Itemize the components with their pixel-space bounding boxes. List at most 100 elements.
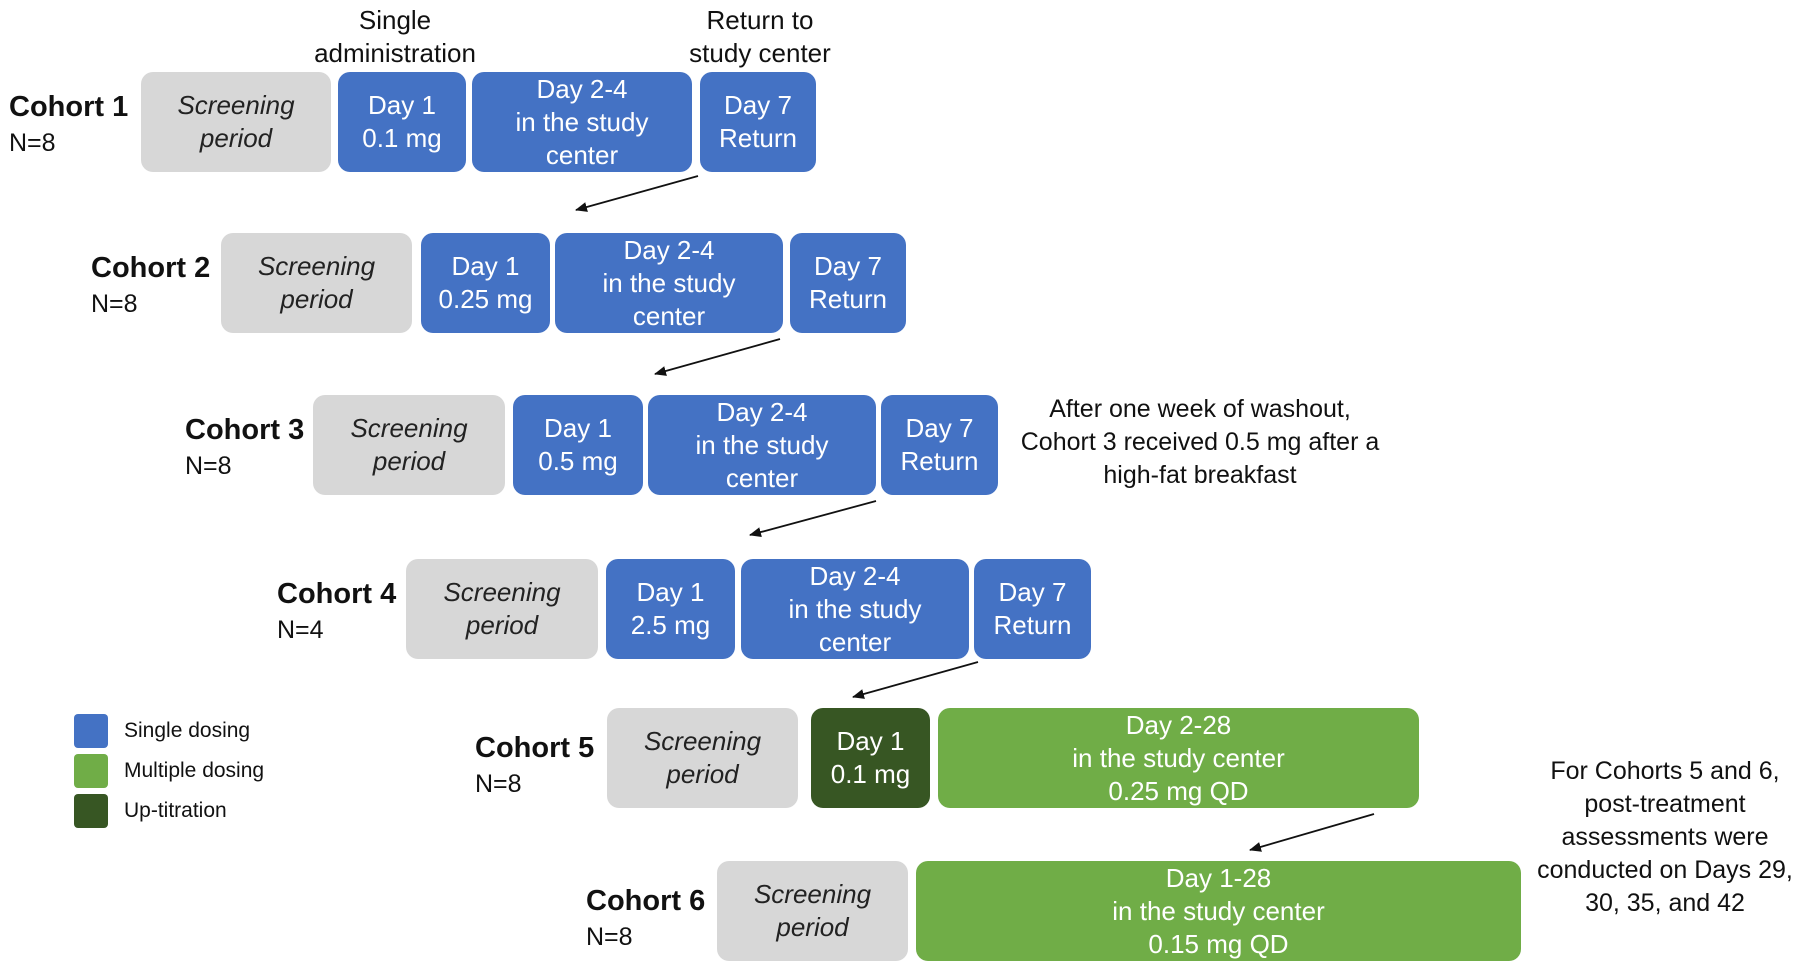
box-line: center xyxy=(632,300,706,331)
box-line: in the study xyxy=(515,106,649,137)
box-line: Day 1-28 xyxy=(1165,862,1272,893)
box-line: Day 7 xyxy=(724,90,792,120)
box-line: Screening xyxy=(177,90,295,120)
box-line: in the study xyxy=(695,429,829,460)
box-line: period xyxy=(666,759,739,789)
box-line: Screening xyxy=(443,577,561,607)
legend-single-dosing-label: Single dosing xyxy=(124,719,251,742)
cohort-5-label: Cohort 5 xyxy=(475,732,595,764)
cohort-4-n: N=4 xyxy=(277,616,324,644)
note-line: conducted on Days 29, xyxy=(1537,856,1793,884)
box-line: period xyxy=(465,610,539,640)
arrow-cohort3-to-cohort4 xyxy=(749,500,877,537)
cohort-1-day2-4: Day 2-4 in the study center xyxy=(472,72,692,172)
box-line: Day 2-28 xyxy=(1125,709,1232,740)
box-line: 0.1 mg xyxy=(362,123,442,153)
box-line: center xyxy=(725,462,799,493)
box-line: center xyxy=(818,626,892,657)
cohort-4-screening-period: Screening period xyxy=(406,559,598,659)
cohort-1-day1: Day 1 0.1 mg xyxy=(338,72,466,172)
cohort-4-label: Cohort 4 xyxy=(277,578,397,610)
cohort-3-day7: Day 7 Return xyxy=(881,395,998,495)
arrow-cohort1-to-cohort2 xyxy=(575,175,699,212)
note-line: Cohort 3 received 0.5 mg after a xyxy=(1020,428,1380,456)
cohort-3-n: N=8 xyxy=(185,452,232,480)
box-line: Return xyxy=(900,446,979,476)
cohort-5-screening-period: Screening period xyxy=(607,708,798,808)
cohort-2-day1: Day 1 0.25 mg xyxy=(421,233,550,333)
cohort-1-screening-period: Screening period xyxy=(141,72,331,172)
cohort-3-day1: Day 1 0.5 mg xyxy=(513,395,643,495)
box-line: Day 1 xyxy=(451,251,520,281)
legend-single-dosing-swatch xyxy=(74,714,108,748)
box-line: Return xyxy=(718,123,798,153)
cohort-6-label: Cohort 6 xyxy=(586,885,706,917)
box-line: 0.5 mg xyxy=(538,446,618,476)
box-line: Day 7 xyxy=(998,577,1067,607)
header-line: Single xyxy=(358,5,432,35)
legend-multiple-dosing-label: Multiple dosing xyxy=(124,759,265,782)
box-line: 2.5 mg xyxy=(630,610,711,640)
cohort-2-day7: Day 7 Return xyxy=(790,233,906,333)
box-line: 0.1 mg xyxy=(830,759,911,789)
cohort-3-day2-4: Day 2-4 in the study center xyxy=(648,395,876,495)
cohort-3-screening-period: Screening period xyxy=(313,395,505,495)
cohort-5-n: N=8 xyxy=(475,770,522,798)
cohort-4-day7: Day 7 Return xyxy=(974,559,1091,659)
box-line: Day 1 xyxy=(544,413,612,443)
box-line: in the study xyxy=(602,267,736,298)
cohort-1-day7: Day 7 Return xyxy=(700,72,816,172)
cohort-6-day1-28: Day 1-28 in the study center 0.15 mg QD xyxy=(916,861,1521,961)
box-line: period xyxy=(776,912,849,942)
box-line: Day 7 xyxy=(905,413,974,443)
box-line: Day 2-4 xyxy=(536,73,628,104)
cohort-1-n: N=8 xyxy=(9,129,56,157)
arrow-cohort2-to-cohort3 xyxy=(654,338,781,376)
header-line: Return to xyxy=(706,5,814,35)
cohort-2-n: N=8 xyxy=(91,290,138,318)
box-line: period xyxy=(199,123,273,153)
box-line: Day 1 xyxy=(368,90,436,120)
box-line: in the study xyxy=(788,593,922,624)
legend-up-titration-swatch xyxy=(74,794,108,828)
box-line: Day 7 xyxy=(814,251,882,281)
box-line: Screening xyxy=(753,879,872,909)
cohort-5-day2-28: Day 2-28 in the study center 0.25 mg QD xyxy=(938,708,1419,808)
box-line: 0.15 mg QD xyxy=(1148,928,1289,959)
cohort-3-label: Cohort 3 xyxy=(185,414,305,446)
note-line: high-fat breakfast xyxy=(1103,461,1297,489)
box-line: Return xyxy=(808,284,888,314)
note-line: After one week of washout, xyxy=(1049,395,1351,423)
box-line: in the study center xyxy=(1112,895,1325,926)
box-line: Return xyxy=(993,610,1072,640)
note-line: 30, 35, and 42 xyxy=(1585,889,1745,917)
box-line: Day 2-4 xyxy=(623,234,715,265)
cohort-6-n: N=8 xyxy=(586,923,633,951)
cohort-5-day1-up-titration: Day 1 0.1 mg xyxy=(811,708,930,808)
arrow-cohort4-to-cohort5 xyxy=(852,661,979,699)
box-line: 0.25 mg xyxy=(438,284,533,314)
cohort-4-day1: Day 1 2.5 mg xyxy=(606,559,735,659)
note-line: post-treatment xyxy=(1584,790,1746,818)
box-line: Screening xyxy=(257,251,376,281)
note-line: assessments were xyxy=(1561,823,1769,851)
box-line: 0.25 mg QD xyxy=(1108,775,1249,806)
header-single-administration: Single administration xyxy=(305,4,485,70)
cohort-6-screening-period: Screening period xyxy=(717,861,908,961)
box-line: period xyxy=(372,446,446,476)
box-line: Day 1 xyxy=(836,726,905,756)
header-return-to-study-center: Return to study center xyxy=(680,4,840,70)
box-line: Screening xyxy=(350,413,468,443)
box-line: in the study center xyxy=(1072,742,1285,773)
box-line: Day 1 xyxy=(636,577,705,607)
box-line: center xyxy=(545,139,619,170)
cohort-4-day2-4: Day 2-4 in the study center xyxy=(741,559,969,659)
header-line: study center xyxy=(689,38,831,68)
cohort-2-screening-period: Screening period xyxy=(221,233,412,333)
header-line: administration xyxy=(314,38,476,68)
legend-up-titration-label: Up-titration xyxy=(124,799,227,822)
box-line: Screening xyxy=(643,726,762,756)
box-line: period xyxy=(280,284,353,314)
cohort-2-day2-4: Day 2-4 in the study center xyxy=(555,233,783,333)
